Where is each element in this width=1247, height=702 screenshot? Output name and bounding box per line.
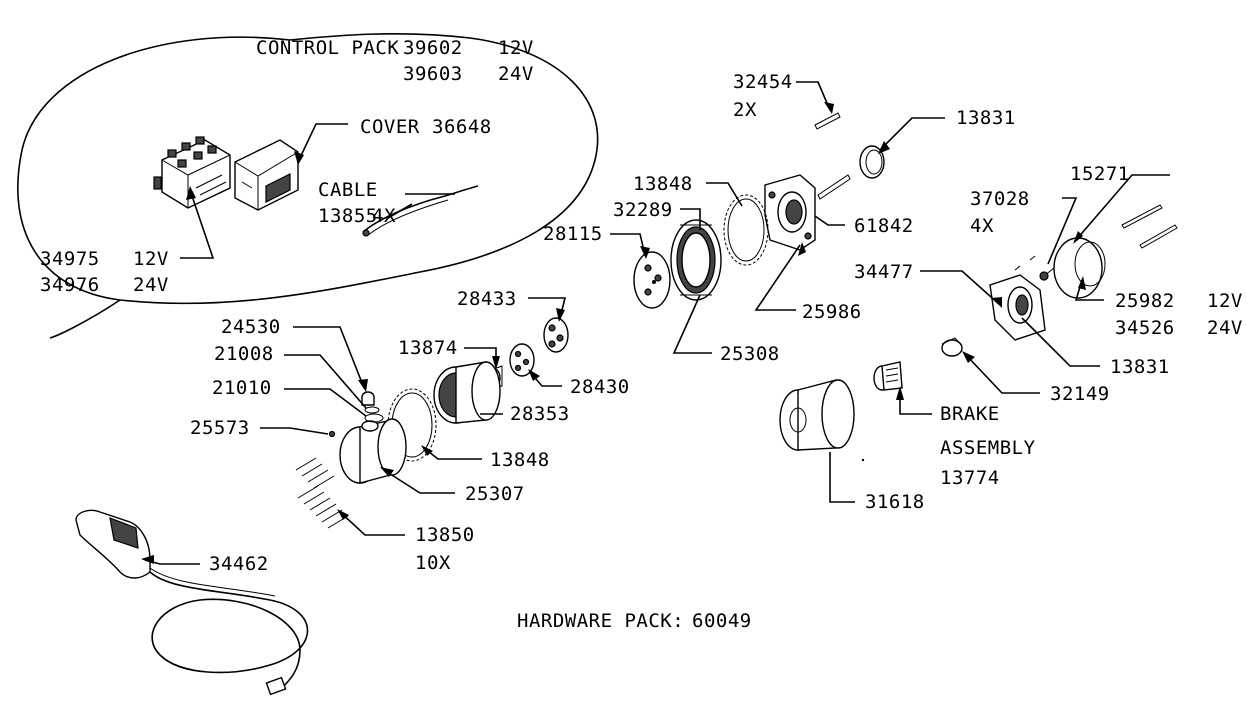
label-13831-bot: 13831	[1110, 356, 1170, 378]
label-21008: 21008	[214, 343, 274, 365]
brake-code: 13774	[940, 467, 1000, 489]
housing-61842-part	[764, 174, 816, 251]
label-34477: 34477	[854, 261, 914, 283]
solenoid-12v: 12V	[133, 248, 169, 270]
cover-code: 36648	[432, 116, 492, 138]
label-13848-top: 13848	[633, 173, 693, 195]
cable-qty: 4X	[372, 205, 396, 227]
control-pack-tail	[49, 299, 121, 339]
ring-gear-28353-part	[433, 361, 501, 424]
control-pack-boundary	[17, 33, 599, 305]
label-25982-v: 12V	[1207, 290, 1243, 312]
bolts-15271-part	[1121, 204, 1178, 249]
label-34526-v: 24V	[1207, 317, 1243, 339]
label-34526: 34526	[1115, 317, 1175, 339]
label-28353: 28353	[510, 403, 570, 425]
label-13848-bot: 13848	[490, 449, 550, 471]
ring-gear-25308-part	[670, 219, 722, 301]
hardware-pack-label: HARDWARE PACK:	[517, 610, 684, 632]
label-13874: 13874	[398, 337, 458, 359]
label-25982: 25982	[1115, 290, 1175, 312]
label-15271: 15271	[1070, 163, 1130, 185]
label-13850-qty: 10X	[415, 552, 451, 574]
label-32289: 32289	[613, 199, 673, 221]
label-37028-qty: 4X	[970, 215, 994, 237]
solenoid-block-part	[153, 136, 231, 209]
cable-part	[362, 185, 479, 237]
carrier-28115-part	[633, 251, 671, 309]
motor-25982-part	[1039, 237, 1106, 299]
label-28115: 28115	[543, 223, 603, 245]
solenoid-24v: 24V	[133, 274, 169, 296]
solenoid-code-24v: 34976	[40, 274, 100, 296]
label-24530: 24530	[221, 316, 281, 338]
label-25573: 25573	[190, 417, 250, 439]
center-dot	[861, 458, 865, 462]
plug-24530-part	[361, 391, 375, 406]
washer-21008-part	[364, 406, 380, 414]
drum-31618-part	[779, 379, 855, 451]
brake-label-2: ASSEMBLY	[940, 437, 1036, 459]
control-pack-12v: 12V	[498, 37, 534, 59]
control-pack-code-24v: 39603	[403, 63, 463, 85]
label-32454-qty: 2X	[733, 99, 757, 121]
cable-label: CABLE	[318, 179, 378, 201]
control-pack-24v: 24V	[498, 63, 534, 85]
remote-control-34462-part	[75, 509, 309, 696]
bushing-32149-part	[941, 337, 963, 357]
label-31618: 31618	[865, 491, 925, 513]
label-32149: 32149	[1050, 383, 1110, 405]
pin-32454-part	[814, 112, 851, 200]
planet-28430-part	[509, 343, 535, 377]
label-21010: 21010	[212, 377, 272, 399]
cover-part	[234, 139, 299, 211]
screws-13850-part	[295, 457, 349, 529]
label-37028: 37028	[970, 188, 1030, 210]
label-25986: 25986	[802, 301, 862, 323]
end-bracket-34477-part	[989, 274, 1046, 341]
brake-assembly-part	[873, 361, 903, 391]
planet-28433-part	[543, 317, 569, 353]
label-25308: 25308	[720, 343, 780, 365]
cover-label: COVER	[360, 116, 420, 138]
oring-21010-part	[364, 413, 384, 423]
housing-25307-part	[339, 418, 407, 484]
control-pack-code-12v: 39602	[403, 37, 463, 59]
gasket-13848-top-part	[723, 194, 769, 266]
label-13831-top: 13831	[956, 107, 1016, 129]
screw-25573-part	[328, 430, 336, 438]
label-25307: 25307	[465, 483, 525, 505]
solenoid-code-12v: 34975	[40, 248, 100, 270]
label-13850: 13850	[415, 524, 475, 546]
label-34462: 34462	[209, 553, 269, 575]
brake-label-1: BRAKE	[940, 403, 1000, 425]
cable-code: 13855	[318, 205, 378, 227]
label-28433: 28433	[457, 288, 517, 310]
label-61842: 61842	[854, 215, 914, 237]
hardware-pack-code: 60049	[692, 610, 752, 632]
label-28430: 28430	[570, 376, 630, 398]
label-32454: 32454	[733, 71, 793, 93]
control-pack-title: CONTROL PACK	[256, 37, 399, 59]
